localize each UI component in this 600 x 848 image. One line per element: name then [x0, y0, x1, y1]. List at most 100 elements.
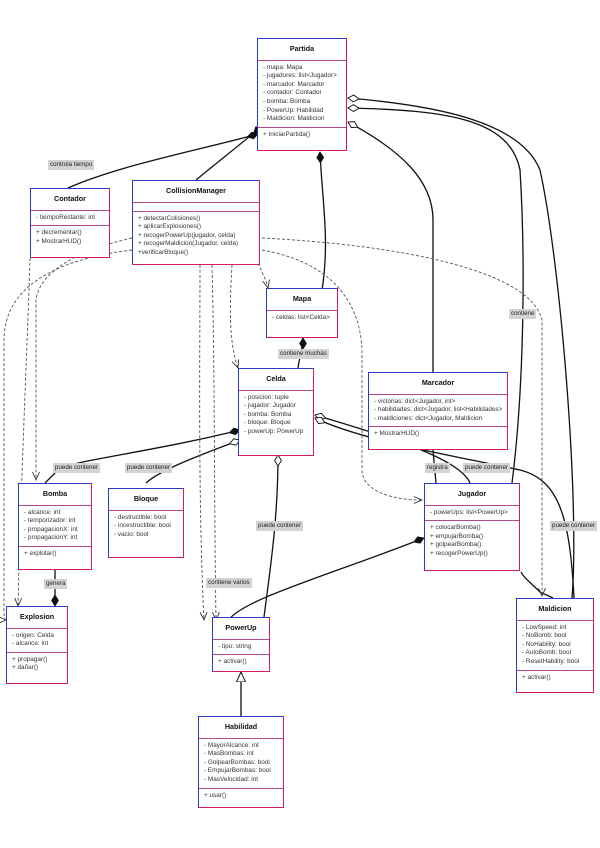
class-methods: + propagar() + dañar() — [7, 653, 67, 676]
edge-maldicion-partida — [348, 98, 575, 599]
class-title: Habilidad — [199, 717, 283, 739]
class-methods: + IniciarPartida() — [258, 128, 346, 143]
edge-label-registra: registra — [425, 463, 450, 473]
class-bomba[interactable]: Bomba - alcance: int - temporizador: int… — [18, 483, 92, 570]
edge-bloque-celda — [145, 440, 240, 484]
attribute: - bloque: Bloque — [244, 419, 291, 427]
attribute: - tipo: string — [218, 642, 252, 650]
edge-label-contiene: contiene — [509, 309, 537, 319]
attribute: - jugador: Jugador — [244, 402, 296, 410]
dep-collision-bomba — [36, 237, 133, 480]
attribute: - MasBombas: int — [204, 750, 254, 758]
class-attributes: - celdas: list<Celda> — [267, 311, 337, 326]
method: + explotar() — [24, 549, 57, 557]
method: + empujarBomba() — [430, 532, 484, 540]
attribute: - alcance: int — [12, 640, 49, 648]
class-collisionmanager[interactable]: CollisionManager + detectarColisiones() … — [132, 180, 260, 265]
attribute: - destructible: bool — [114, 513, 167, 521]
dep-contador-explosion — [18, 257, 31, 606]
class-methods: + activar() — [213, 655, 269, 670]
class-celda[interactable]: Celda - posicion: tuple - jugador: Jugad… — [238, 368, 314, 456]
class-attributes: - mapa: Mapa - jugadores: list<Jugador> … — [258, 61, 346, 128]
class-mapa[interactable]: Mapa - celdas: list<Celda> — [266, 288, 338, 338]
dep-collision-mapa — [257, 262, 268, 288]
attribute: - incestructible: bool — [114, 522, 171, 530]
attribute: - marcador: Marcador — [263, 80, 325, 88]
class-methods: + usar() — [199, 789, 283, 804]
class-title: Partida — [258, 39, 346, 61]
dep-collision-powerup — [199, 264, 204, 620]
class-explosion[interactable]: Explosion - origen: Celda - alcance: int… — [6, 606, 68, 684]
edge-label-puede-contener-jugador: puede contener — [463, 463, 511, 473]
edge-bomba-celda — [44, 430, 240, 484]
class-bloque[interactable]: Bloque - destructible: bool - incestruct… — [108, 488, 184, 558]
edge-maldicion-celda — [315, 418, 575, 599]
method: +verificarBloque() — [138, 248, 189, 256]
method: + activar() — [218, 658, 247, 666]
class-title: Bomba — [19, 484, 91, 506]
class-methods: + activar() — [517, 671, 593, 686]
dep-collision-celda — [229, 264, 238, 368]
class-methods: + MostrarHUD() — [369, 427, 507, 442]
class-attributes: - destructible: bool - incestructible: b… — [109, 511, 183, 543]
edge-powerup-celda — [263, 455, 278, 618]
attribute: - LowSpeed: int — [522, 623, 567, 631]
attribute: - bomba: Bomba — [244, 410, 292, 418]
class-jugador[interactable]: Jugador - powerUps: list<PowerUp> + colo… — [424, 483, 520, 571]
method: + decrementar() — [36, 229, 82, 237]
attribute: - NoHability: bool — [522, 640, 571, 648]
attribute: - victorias: dict<Jugador, int> — [374, 397, 456, 405]
class-attributes: - powerUps: list<PowerUp> — [425, 506, 519, 522]
attribute: - GolpearBombas: bool — [204, 758, 270, 766]
class-title: Bloque — [109, 489, 183, 511]
method: + recogerPowerUp() — [430, 549, 488, 557]
method: + recogerPowerUp(jugador, celda) — [138, 231, 236, 239]
class-title: Explosion — [7, 607, 67, 629]
class-powerup[interactable]: PowerUp - tipo: string + activar() — [212, 617, 270, 672]
edge-label-genera: genera — [44, 579, 68, 589]
edge-label-controla-tiempo: controla tiempo — [48, 160, 95, 170]
attribute: - origen: Celda — [12, 631, 54, 639]
edge-label-puede-contener-bloque: puede contener — [125, 463, 173, 473]
attribute: - jugadores: list<Jugador> — [263, 72, 337, 80]
method: + recogerMaldicion(Jugador, celda) — [138, 240, 238, 248]
attribute: - contador: Contador — [263, 89, 322, 97]
class-habilidad[interactable]: Habilidad - MayorAlcance: int - MasBomba… — [198, 716, 284, 808]
class-methods: + explotar() — [19, 547, 91, 562]
method: + dañar() — [12, 664, 39, 672]
class-maldicion[interactable]: Maldicion - LowSpeed: int - NoBomb: bool… — [516, 598, 594, 693]
method: + colocarBomba() — [430, 524, 481, 532]
class-contador[interactable]: Contador - tiempoRestante: int + decreme… — [30, 188, 110, 258]
attribute: - posicion: tuple — [244, 393, 289, 401]
method: + MostrarHUD() — [36, 237, 82, 245]
method: + golpearBomba() — [430, 541, 482, 549]
edge-label-contiene-varios: contiene varios — [206, 578, 252, 588]
attribute: - mapa: Mapa — [263, 63, 303, 71]
class-attributes: - alcance: int - temporizador: int - pro… — [19, 506, 91, 547]
attribute: - vacio: bool — [114, 530, 149, 538]
attribute: - NoBomb: bool — [522, 632, 567, 640]
class-title: CollisionManager — [133, 181, 259, 203]
attribute: - powerUp: PowerUp — [244, 427, 304, 435]
edge-powerup-jugador — [227, 538, 424, 622]
attribute: - Maldicion: Maldicion — [263, 115, 325, 123]
attribute: - powerUps: list<PowerUp> — [430, 508, 508, 516]
class-attributes: - tipo: string — [213, 640, 269, 656]
class-marcador[interactable]: Marcador - victorias: dict<Jugador, int>… — [368, 372, 508, 450]
edge-label-puede-contener-bomba: puede contener — [53, 463, 101, 473]
class-title: Marcador — [369, 373, 507, 395]
edge-marcador-partida — [348, 122, 434, 372]
dep-collision-jugador — [261, 249, 422, 500]
class-title: Jugador — [425, 484, 519, 506]
class-attributes: - LowSpeed: int - NoBomb: bool - NoHabil… — [517, 621, 593, 671]
edge-maldicion-jugador — [520, 571, 554, 599]
attribute: - MasVelocidad: int — [204, 775, 258, 783]
class-title: Mapa — [267, 289, 337, 311]
attribute: - EmpujarBombas: bool — [204, 767, 271, 775]
class-attributes — [133, 203, 259, 212]
method: + aplicarExplosiones() — [138, 223, 202, 231]
class-title: Celda — [239, 369, 313, 391]
class-partida[interactable]: Partida - mapa: Mapa - jugadores: list<J… — [257, 38, 347, 151]
method: + IniciarPartida() — [263, 130, 311, 138]
edge-jugador-partida — [348, 108, 524, 484]
